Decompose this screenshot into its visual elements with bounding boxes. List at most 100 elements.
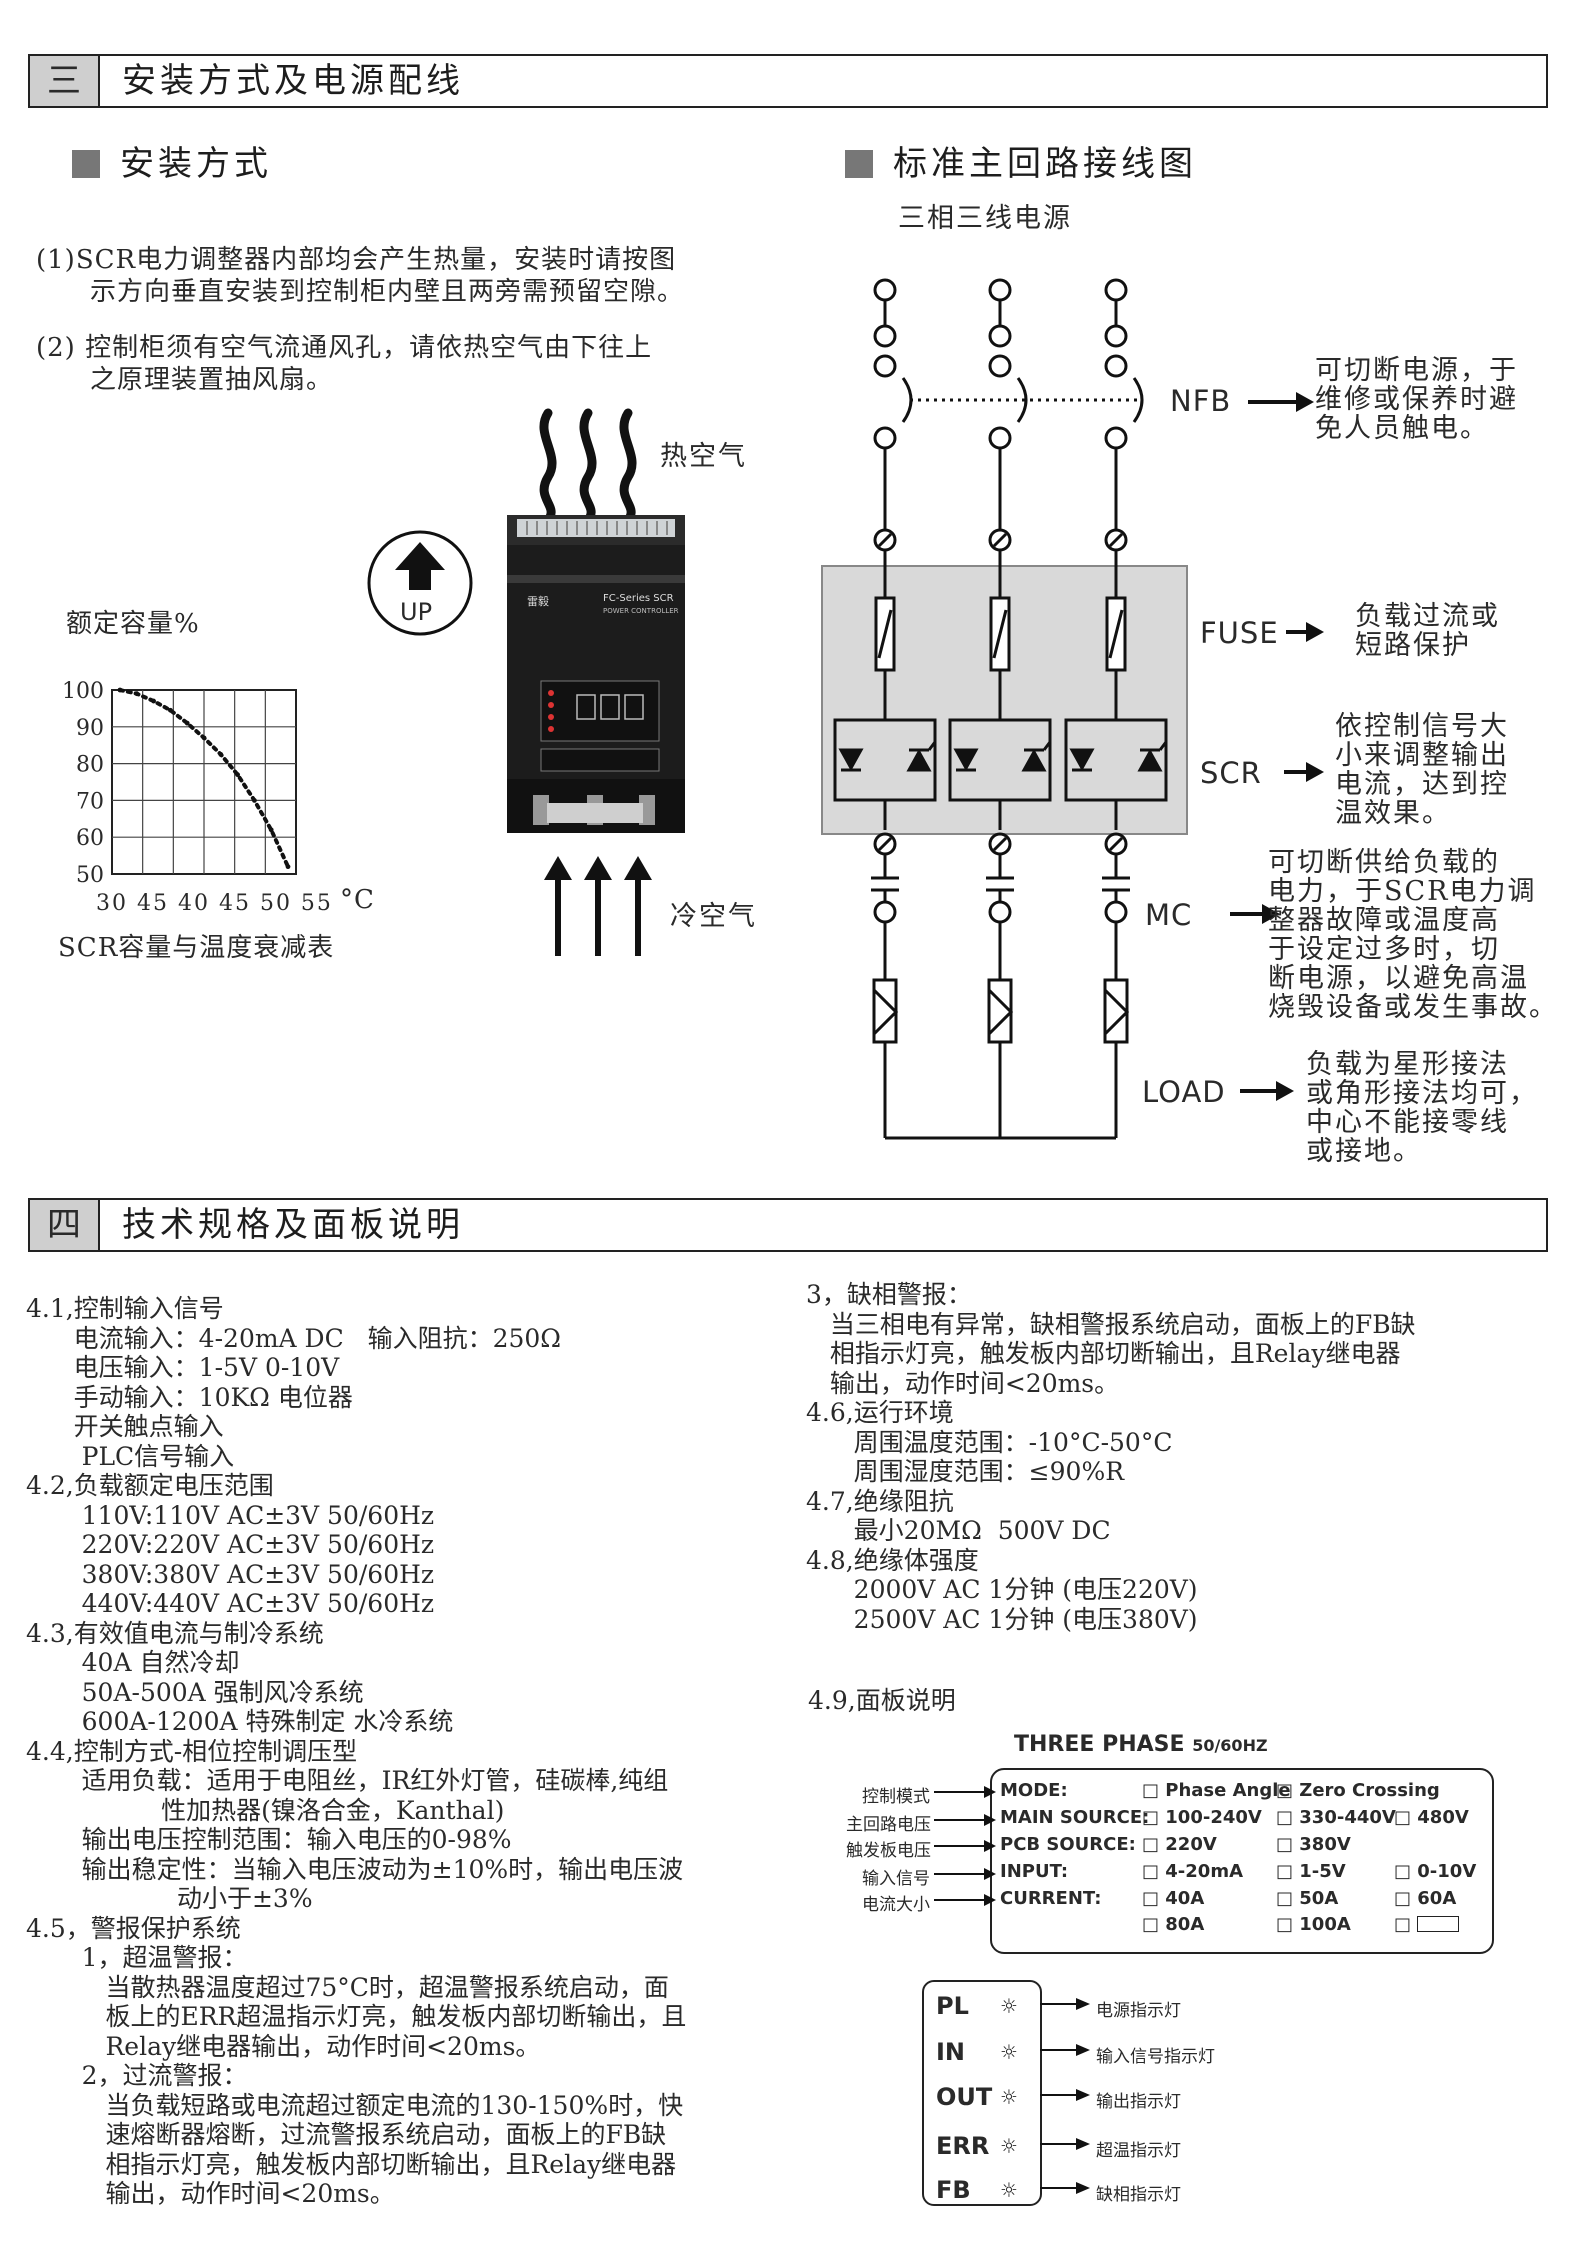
chart-y-tick: 50 [76,863,104,888]
spec-line: 板上的ERR超温指示灯亮，触发板内部切断输出，且 [26,2002,687,2031]
pcb-source-label: PCB SOURCE: [1000,1834,1136,1855]
option-1-5v[interactable]: □ 1-5V [1276,1861,1346,1882]
thyristor-symbol [953,748,979,772]
section-3-header: 三 安装方式及电源配线 [28,54,1548,108]
label-arrows [1230,392,1324,1101]
breaker-arc [1016,377,1028,423]
scr-device-image: 雷毅 FC-Series SCR POWER CONTROLLER [507,515,685,833]
terminal-circle [873,324,897,348]
up-label: UP [400,598,433,626]
thyristor-symbol [838,748,864,772]
spec-line: 50A-500A 强制风冷系统 [26,1677,364,1707]
chart-y-title: 额定容量% [66,609,200,639]
option-4-20ma[interactable]: □ 4-20mA [1142,1861,1244,1882]
terminal-circle [988,354,1012,378]
up-arrow-icon [367,530,473,636]
spec-line: Relay继电器输出，动作时间<20ms。 [26,2031,541,2061]
spec-line: 2500V AC 1分钟 (电压380V) [806,1604,1198,1634]
square-bullet-icon [845,150,873,178]
scr-label: SCR [1200,756,1262,790]
spec-line: 4.1,控制输入信号 [26,1294,224,1323]
spec-line: 输出，动作时间<20ms。 [806,1368,1120,1398]
mc-note: 可切断供给负载的电力，于SCR电力调整器故障或温度高 于设定过多时，切断电源，以… [1268,847,1558,1023]
spec-line: 性加热器(镍洛合金，Kanthal) [26,1795,505,1825]
terminal-circle [873,900,897,924]
fuse-label: FUSE [1200,616,1279,650]
panel-title: THREE PHASE 50/60HZ [1014,1732,1268,1757]
panel-left-label-mode: 控制模式 [862,1787,930,1807]
option-40a[interactable]: □ 40A [1142,1888,1205,1909]
led-description: 输入信号指示灯 [1096,2047,1215,2067]
option-custom[interactable]: □ [1394,1914,1460,1935]
section-4-header: 四 技术规格及面板说明 [28,1198,1548,1252]
spec-line: 适用负载：适用于电阻丝，IR红外灯管，硅碳棒,纯组 [26,1766,669,1795]
led-description: 输出指示灯 [1096,2092,1181,2112]
spec-line: 输出电压控制范围：输入电压的0-98% [26,1825,512,1854]
option-480v[interactable]: □ 480V [1394,1807,1469,1828]
chart-caption: SCR容量与温度衰减表 [58,933,335,963]
spec-line: 输出，动作时间<20ms。 [26,2179,395,2208]
load-note: 负载为星形接法或角形接法均可，中心不能接零线或接地。 [1306,1049,1538,1167]
spec-line: 手动输入：10KΩ 电位器 [26,1382,353,1412]
spec-line: 速熔断器熔断，过流警报系统启动，面板上的FB缺 [26,2120,667,2149]
led-code: OUT [936,2083,993,2111]
terminal-circle [988,900,1012,924]
panel-pointer-arrows [934,1786,996,1906]
spec-line: 当负载短路或电流超过额定电流的130-150%时，快 [26,2090,684,2120]
spec-line: 输出稳定性：当输入电压波动为±10%时，输出电压波 [26,1854,684,1884]
spec-line: 4.5，警报保护系统 [26,1913,241,1943]
terminal-circle [873,354,897,378]
cold-air-arrows-icon [544,856,652,956]
spec-line: 最小20MΩ 500V DC [806,1516,1111,1545]
spec-line: 3，缺相警报： [806,1280,972,1309]
chart-y-tick: 60 [76,826,104,851]
option-100a[interactable]: □ 100A [1276,1914,1351,1935]
terminal-circle [988,324,1012,348]
option-50a[interactable]: □ 50A [1276,1888,1339,1909]
spec-line: 4.7,绝缘阻抗 [806,1486,954,1516]
terminal-circle [873,278,897,302]
wiring-heading: 标准主回路接线图 [845,136,1197,185]
option-220v[interactable]: □ 220V [1142,1834,1217,1855]
terminal-circle [988,426,1012,450]
option-0-10v[interactable]: □ 0-10V [1394,1861,1477,1882]
mc-label: MC [1145,898,1193,932]
chart-y-tick: 90 [76,716,104,741]
spec-line: 2，过流警报： [26,2061,248,2090]
terminal-circle [873,426,897,450]
fuse-note: 负载过流或短路保护 [1355,601,1500,661]
spec-line: 周围湿度范围：≤90%R [806,1457,1125,1486]
option-phase-angle[interactable]: □ Phase Angle [1142,1780,1291,1801]
spec-line: 40A 自然冷却 [26,1648,240,1677]
spec-line: 4.3,有效值电流与制冷系统 [26,1618,324,1648]
led-code: FB [936,2176,971,2204]
option-330-440v[interactable]: □ 330-440V [1276,1807,1396,1828]
cold-air-label: 冷空气 [670,901,757,932]
breaker-arc [1132,377,1144,423]
led-arrows [1040,1998,1090,2194]
chart-y-tick: 100 [62,679,104,704]
option-100-240v[interactable]: □ 100-240V [1142,1807,1262,1828]
option-80a[interactable]: □ 80A [1142,1914,1205,1935]
wiring-diagram [821,278,1188,1140]
led-description: 缺相指示灯 [1096,2185,1181,2205]
spec-right-column: 3，缺相警报： 当三相电有异常，缺相警报系统启动，面板上的FB缺 相指示灯亮，触… [806,1280,1416,1634]
current-label: CURRENT: [1000,1888,1102,1909]
led-light-icon: ☼ [1000,2085,1018,2109]
spec-line: 110V:110V AC±3V 50/60Hz [26,1500,435,1530]
option-60a[interactable]: □ 60A [1394,1888,1457,1909]
thyristor-symbol [906,748,932,772]
spec-line: PLC信号输入 [26,1441,235,1471]
led-light-icon: ☼ [1000,2178,1018,2202]
led-code: ERR [936,2132,990,2160]
led-code: IN [936,2038,966,2066]
option-380v[interactable]: □ 380V [1276,1834,1351,1855]
input-label: INPUT: [1000,1861,1069,1882]
option-zero-crossing[interactable]: □ Zero Crossing [1276,1780,1440,1801]
device-subtitle: POWER CONTROLLER [603,607,679,615]
chart-series-line [118,688,290,869]
load-label: LOAD [1142,1075,1226,1109]
spec-line: 2000V AC 1分钟 (电压220V) [806,1575,1198,1604]
panel-left-label-current: 电流大小 [862,1895,930,1915]
led-light-icon: ☼ [1000,2040,1018,2064]
